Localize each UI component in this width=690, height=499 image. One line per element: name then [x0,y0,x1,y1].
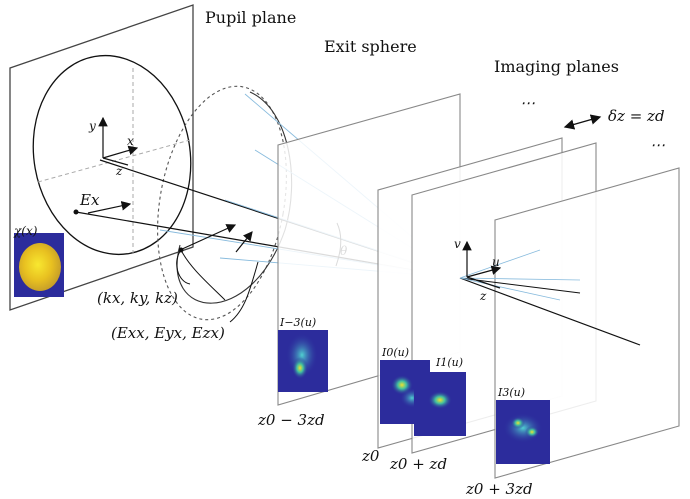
e-field-label: (Exx, Eyx, Ezx) [111,324,225,342]
intensity-image-1 [414,372,466,436]
label-z-1: z0 + zd [389,455,447,473]
label-i-3: I3(u) [497,386,525,399]
ex-label: Ex [79,191,100,209]
ellipsis-top: ⋯ [520,94,535,112]
ellipsis-right: ⋯ [650,136,665,154]
label-z-m3: z0 − 3zd [257,411,325,429]
pupil-plane-title: Pupil plane [205,8,296,27]
intensity-image-m3 [278,330,328,392]
label-i-0: I0(u) [381,346,409,359]
image-axis-u: u [492,255,500,269]
label-z-3: z0 + 3zd [465,480,533,498]
intensity-image-3 [496,400,550,464]
chi-label: χ(x) [13,224,38,238]
label-i-1: I1(u) [435,356,463,369]
delta-label: δz = zd [608,107,665,125]
pupil-axis-x: x [127,134,134,148]
label-i-m3: I−3(u) [279,316,316,329]
pupil-axis-y: y [88,119,96,133]
image-axis-z: z [479,289,487,303]
k-vector-label: (kx, ky, kz) [97,289,178,307]
label-z-0: z0 [361,447,380,465]
exit-sphere-title: Exit sphere [324,37,417,56]
pupil-circle [32,54,192,256]
imaging-planes-title: Imaging planes [494,57,619,76]
pupil-axis-z: z [115,164,123,178]
image-axis-v: v [454,237,461,251]
